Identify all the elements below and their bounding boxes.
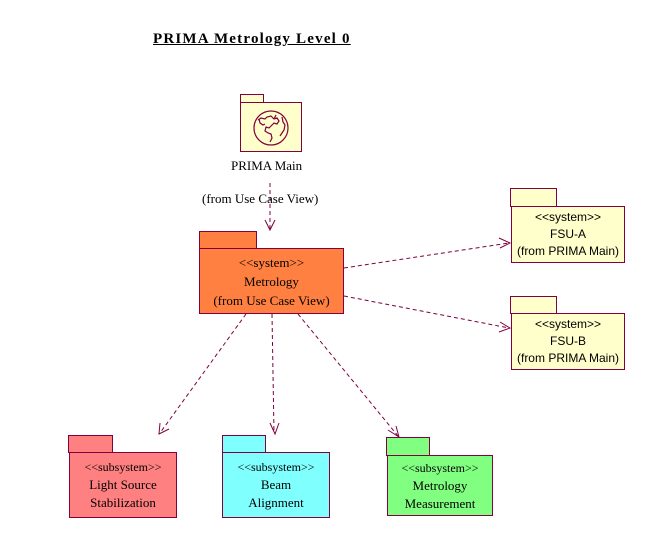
arrowhead-beam-alignment: [269, 422, 280, 436]
package-name: Metrology: [244, 273, 299, 289]
package-name-line2: Alignment: [248, 495, 304, 510]
package-name-line1: Metrology: [412, 477, 468, 493]
package-body: <<subsystem>> Light Source Stabilization: [69, 452, 177, 518]
package-tab: [510, 188, 557, 207]
dependency-metrology-to-light-source[interactable]: [159, 313, 247, 434]
package-stereotype: <<system>>: [534, 317, 602, 331]
package-body: <<subsystem>> Beam Alignment: [222, 452, 330, 518]
package-name-line1: Light Source: [89, 477, 157, 492]
package-stereotype: <<subsystem>>: [237, 460, 315, 474]
package-stereotype: <<system>>: [238, 254, 305, 270]
package-origin: (from PRIMA Main): [516, 244, 619, 258]
package-stereotype: <<subsystem>>: [401, 460, 479, 475]
package-body: <<system>> Metrology (from Use Case View…: [199, 248, 344, 314]
package-name: FSU-B: [550, 334, 586, 348]
package-name-line2: Measurement: [404, 495, 476, 511]
package-name-line2: Stabilization: [90, 495, 156, 510]
globe-icon: [253, 110, 289, 146]
package-name: PRIMA Main: [231, 158, 303, 173]
dependency-metrology-to-metrology-measurement[interactable]: [297, 313, 399, 437]
arrowhead-fsu-a: [498, 237, 512, 249]
arrowhead-light-source: [158, 422, 170, 435]
package-origin: (from Use Case View): [202, 191, 319, 206]
package-tab: [222, 435, 266, 453]
package-tab: [510, 296, 557, 314]
arrowhead-metrology: [264, 219, 276, 232]
package-body: <<subsystem>> Metrology Measurement: [387, 455, 493, 516]
package-body: <<system>> FSU-A (from PRIMA Main): [511, 206, 625, 263]
dependency-metrology-to-beam-alignment[interactable]: [271, 313, 275, 434]
package-body: <<system>> FSU-B (from PRIMA Main): [511, 313, 625, 370]
package-origin: (from Use Case View): [213, 292, 330, 308]
package-stereotype: <<system>>: [534, 210, 602, 224]
package-origin: (from PRIMA Main): [516, 351, 619, 365]
package-tab: [199, 231, 257, 249]
package-tab: [68, 435, 113, 453]
dependency-metrology-to-fsu-b[interactable]: [343, 295, 510, 329]
package-name: FSU-A: [550, 227, 586, 241]
package-stereotype: <<subsystem>>: [84, 460, 162, 474]
package-name-line1: Beam: [260, 477, 292, 492]
package-body: [240, 102, 302, 152]
dependency-metrology-to-fsu-a[interactable]: [343, 242, 510, 269]
package-tab: [386, 437, 430, 456]
diagram-title: PRIMA Metrology Level 0: [153, 31, 351, 47]
arrowhead-fsu-b: [498, 321, 512, 333]
